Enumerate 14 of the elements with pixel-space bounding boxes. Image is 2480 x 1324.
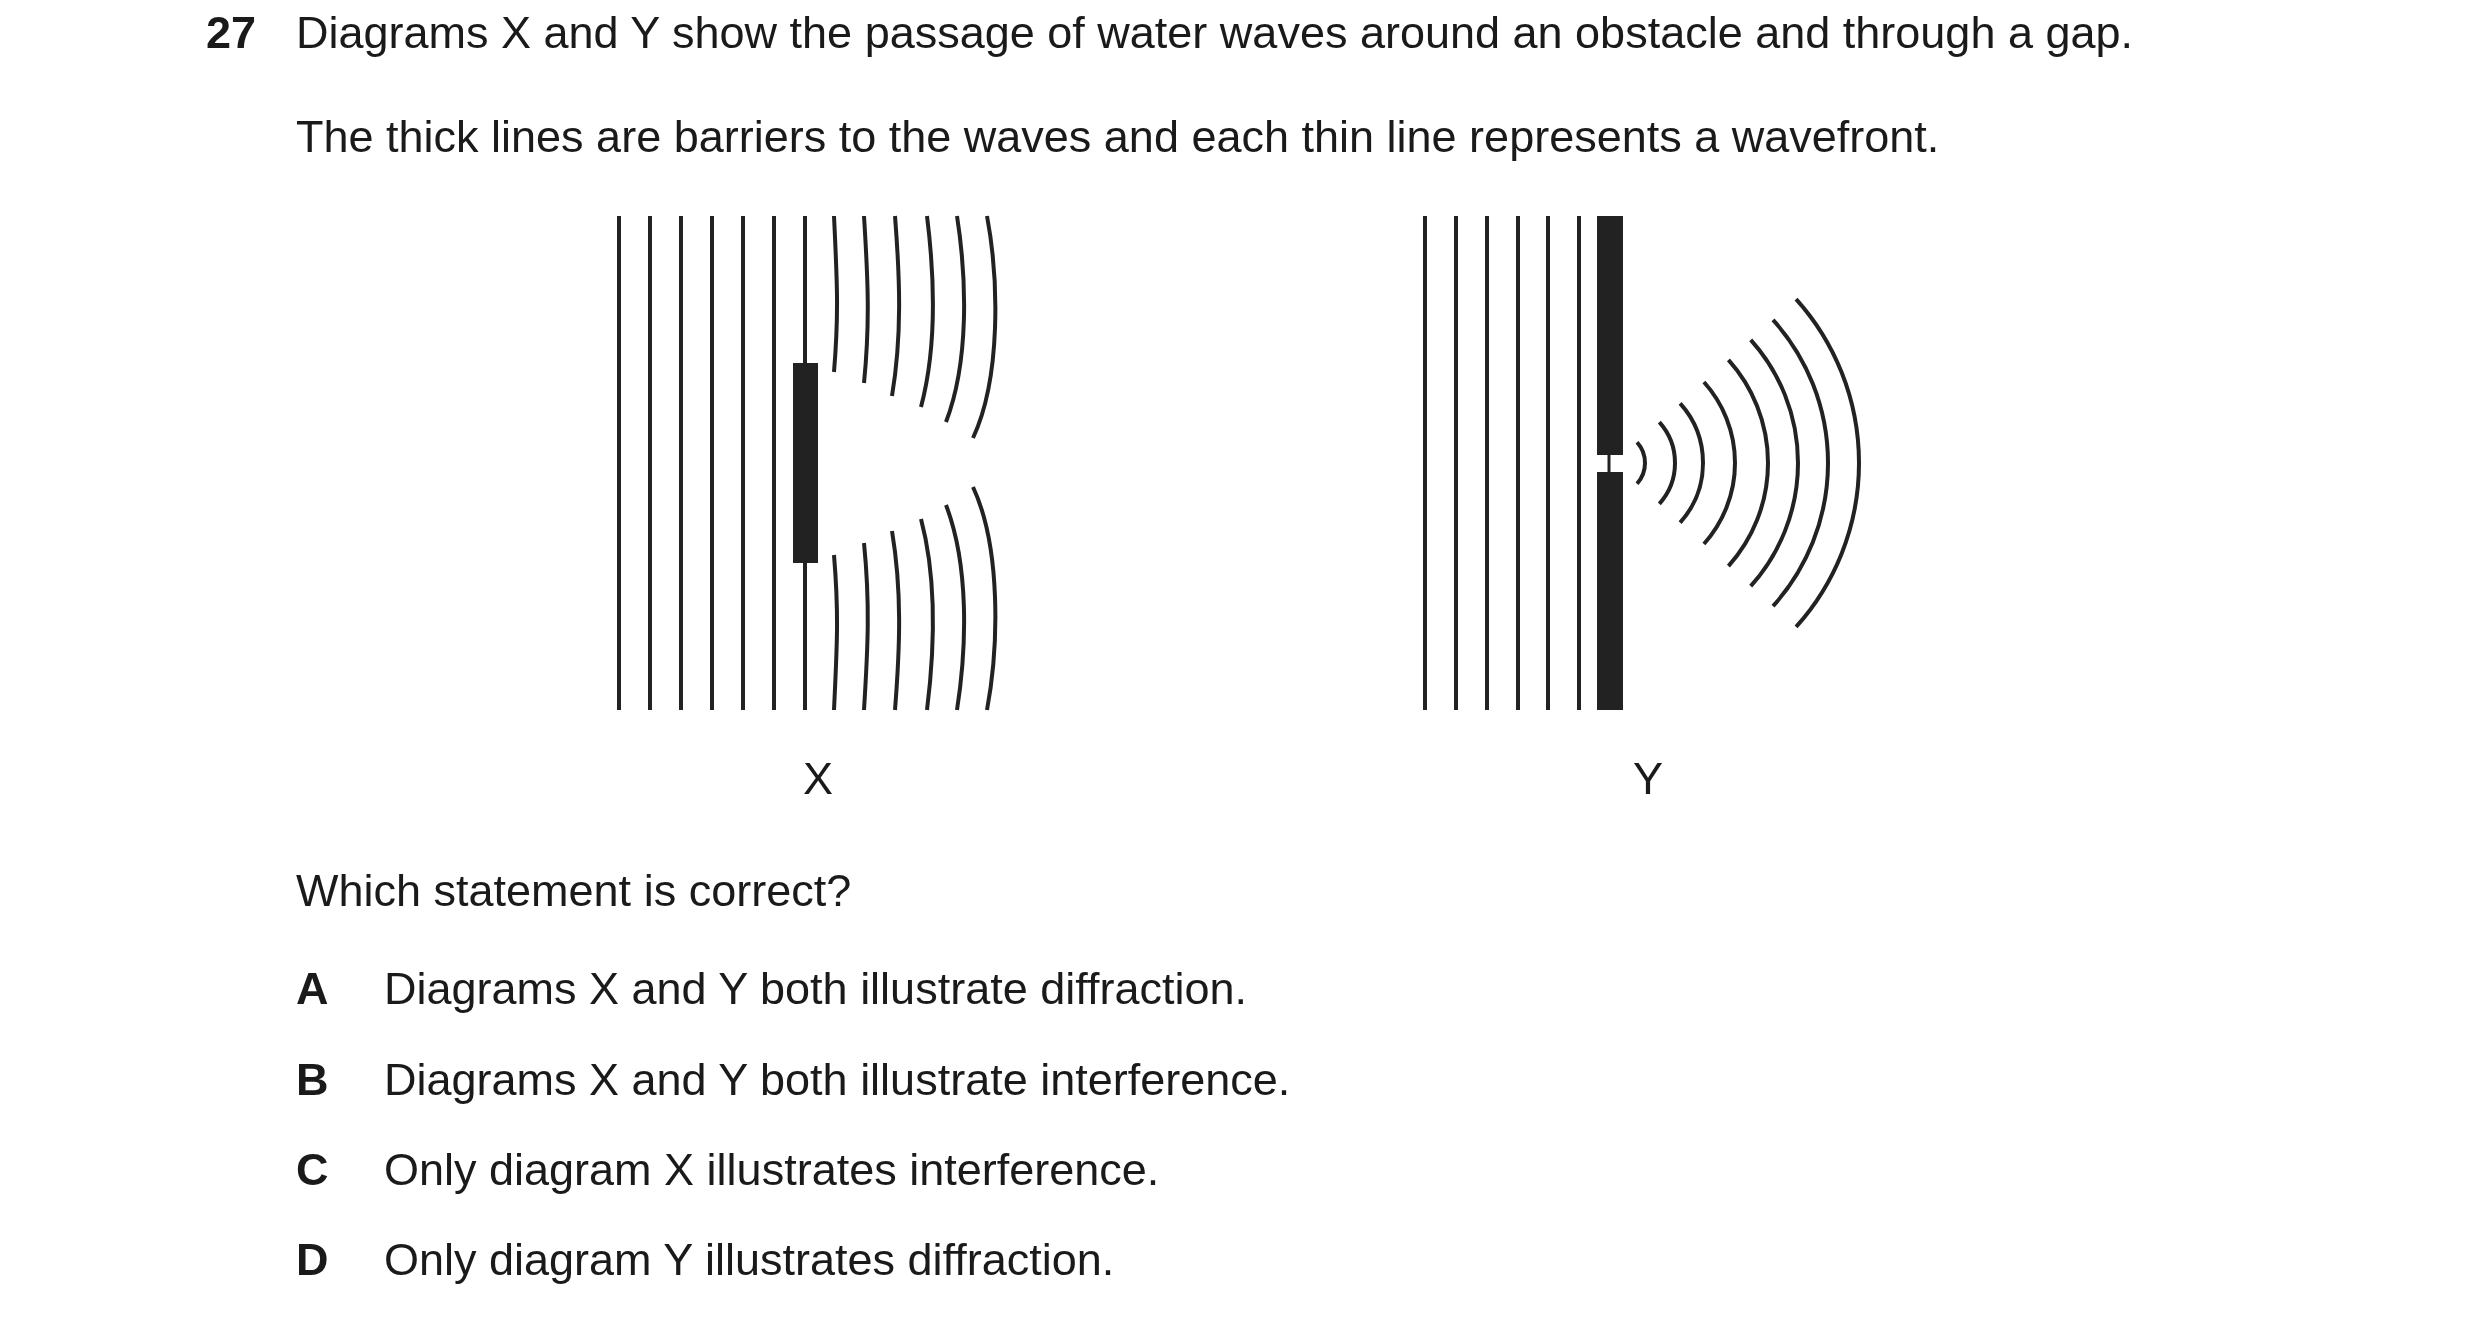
question-number: 27 (206, 9, 257, 55)
question-prompt: Which statement is correct? (296, 867, 852, 913)
question-text: The thick lines are barriers to the waves and each thin line represents a wavefront. (296, 113, 1940, 159)
option-letter: B (296, 1056, 329, 1102)
option-text: Diagrams X and Y both illustrate interference. (384, 1056, 1291, 1102)
option-text: Only diagram Y illustrates diffraction. (384, 1236, 1115, 1282)
option-letter: A (296, 965, 329, 1011)
option-letter: C (296, 1146, 329, 1192)
diagram-label: X (803, 755, 833, 801)
question-text: Diagrams X and Y show the passage of water waves around an obstacle and through a gap. (296, 9, 2134, 55)
diagram-label: Y (1633, 755, 1663, 801)
option-letter: D (296, 1236, 329, 1282)
option-text: Only diagram X illustrates interference. (384, 1146, 1160, 1192)
option-text: Diagrams X and Y both illustrate diffraction. (384, 965, 1247, 1011)
